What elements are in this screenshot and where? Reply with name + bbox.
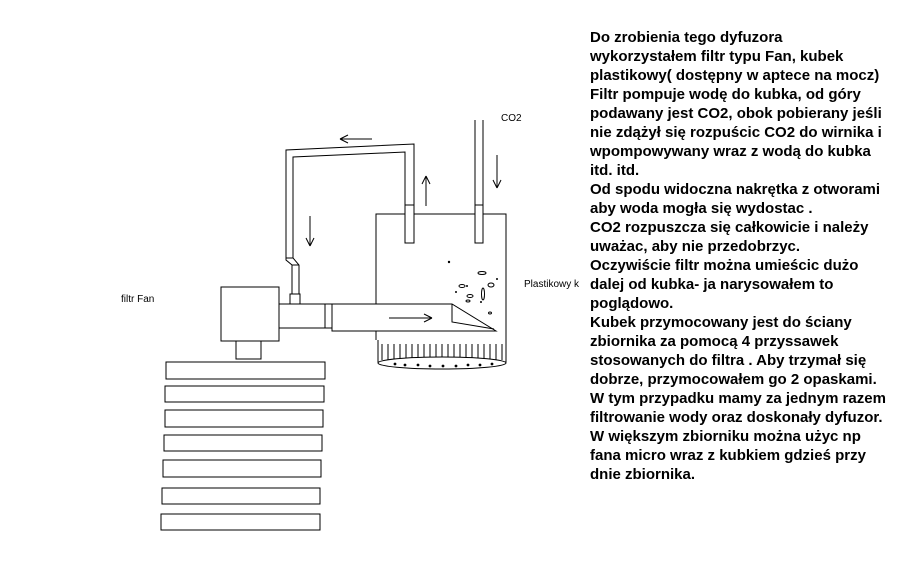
outlet-connector	[324, 303, 333, 329]
description-line: W tym przypadku mamy za jednym razem	[590, 390, 886, 407]
cup-label: Plastikowy k	[524, 279, 580, 290]
filter-label: filtr Fan	[121, 294, 154, 305]
filter-fan-base	[235, 340, 262, 360]
description-line: plastikowy( dostępny w aptece na mocz)	[590, 67, 880, 84]
return-tube-outer	[285, 143, 415, 305]
cup-bottom-holes	[393, 362, 494, 368]
flow-arrow-right-icon	[389, 313, 433, 323]
cup-bottom-teeth	[381, 344, 503, 360]
description-line: zbiornika za pomocą 4 przyssawek	[590, 333, 839, 350]
description-line: itd. itd.	[590, 162, 640, 179]
description-line: Filtr pompuje wodę do kubka, od góry	[590, 86, 861, 103]
description-line: wpompowywany wraz z wodą do kubka	[590, 143, 871, 160]
bubble-dots	[447, 260, 498, 303]
flow-arrow-left-icon	[339, 134, 372, 144]
filter-fan-body	[220, 286, 280, 342]
description-line: fana micro wraz z kubkiem gdzieś przy	[590, 447, 866, 464]
description-line: Oczywiście filtr można umieścic dużo	[590, 257, 859, 274]
description-line: filtrowanie wody oraz doskonały dyfuzor.	[590, 409, 883, 426]
description-line: wykorzystałem filtr typu Fan, kubek	[590, 48, 844, 65]
bubbles	[458, 271, 495, 315]
co2-tube	[474, 120, 484, 205]
co2-arrow-down-icon	[492, 155, 502, 189]
return-tube-inlet	[404, 204, 415, 244]
description-text: Do zrobienia tego dyfuzora wykorzystałem …	[590, 28, 915, 484]
description-line: nie zdążył się rozpuścic CO2 do wirnika …	[590, 124, 882, 141]
return-tube-joint	[286, 257, 299, 266]
description-line: aby woda mogła się wydostac .	[590, 200, 813, 217]
description-line: stosowanych do filtra . Aby trzymał się	[590, 352, 867, 369]
description-line: Kubek przymocowany jest do ściany	[590, 314, 852, 331]
description-line: uważac, aby nie przedobrzyc.	[590, 238, 801, 255]
outlet-nozzle-inner	[451, 304, 495, 330]
description-line: CO2 rozpuszcza się całkowicie i należy	[590, 219, 869, 236]
description-line: Do zrobienia tego dyfuzora	[590, 29, 783, 46]
description-line: Od spodu widoczna nakrętka z otworami	[590, 181, 881, 198]
co2-label: CO2	[501, 113, 522, 124]
co2-tube-inlet	[474, 204, 484, 244]
description-line: dobrze, przymocowałem go 2 opaskami.	[590, 371, 877, 388]
flow-arrow-up-icon	[421, 175, 431, 206]
description-line: W większym zbiorniku można użyc np	[590, 428, 861, 445]
description-line: podawany jest CO2, obok pobierany jeśli	[590, 105, 882, 122]
filter-outlet	[278, 303, 326, 329]
filter-outlet-small	[289, 293, 301, 305]
filter-cartridges	[160, 361, 326, 531]
cup	[375, 213, 507, 340]
description-line: poglądowo.	[590, 295, 674, 312]
flow-arrow-down-icon	[305, 216, 315, 247]
description-line: dalej od kubka- ja narysowałem to	[590, 276, 834, 293]
cup-bottom-ellipse	[377, 356, 507, 370]
return-tube-inner	[292, 151, 406, 305]
description-line: dnie zbiornika.	[590, 466, 696, 483]
